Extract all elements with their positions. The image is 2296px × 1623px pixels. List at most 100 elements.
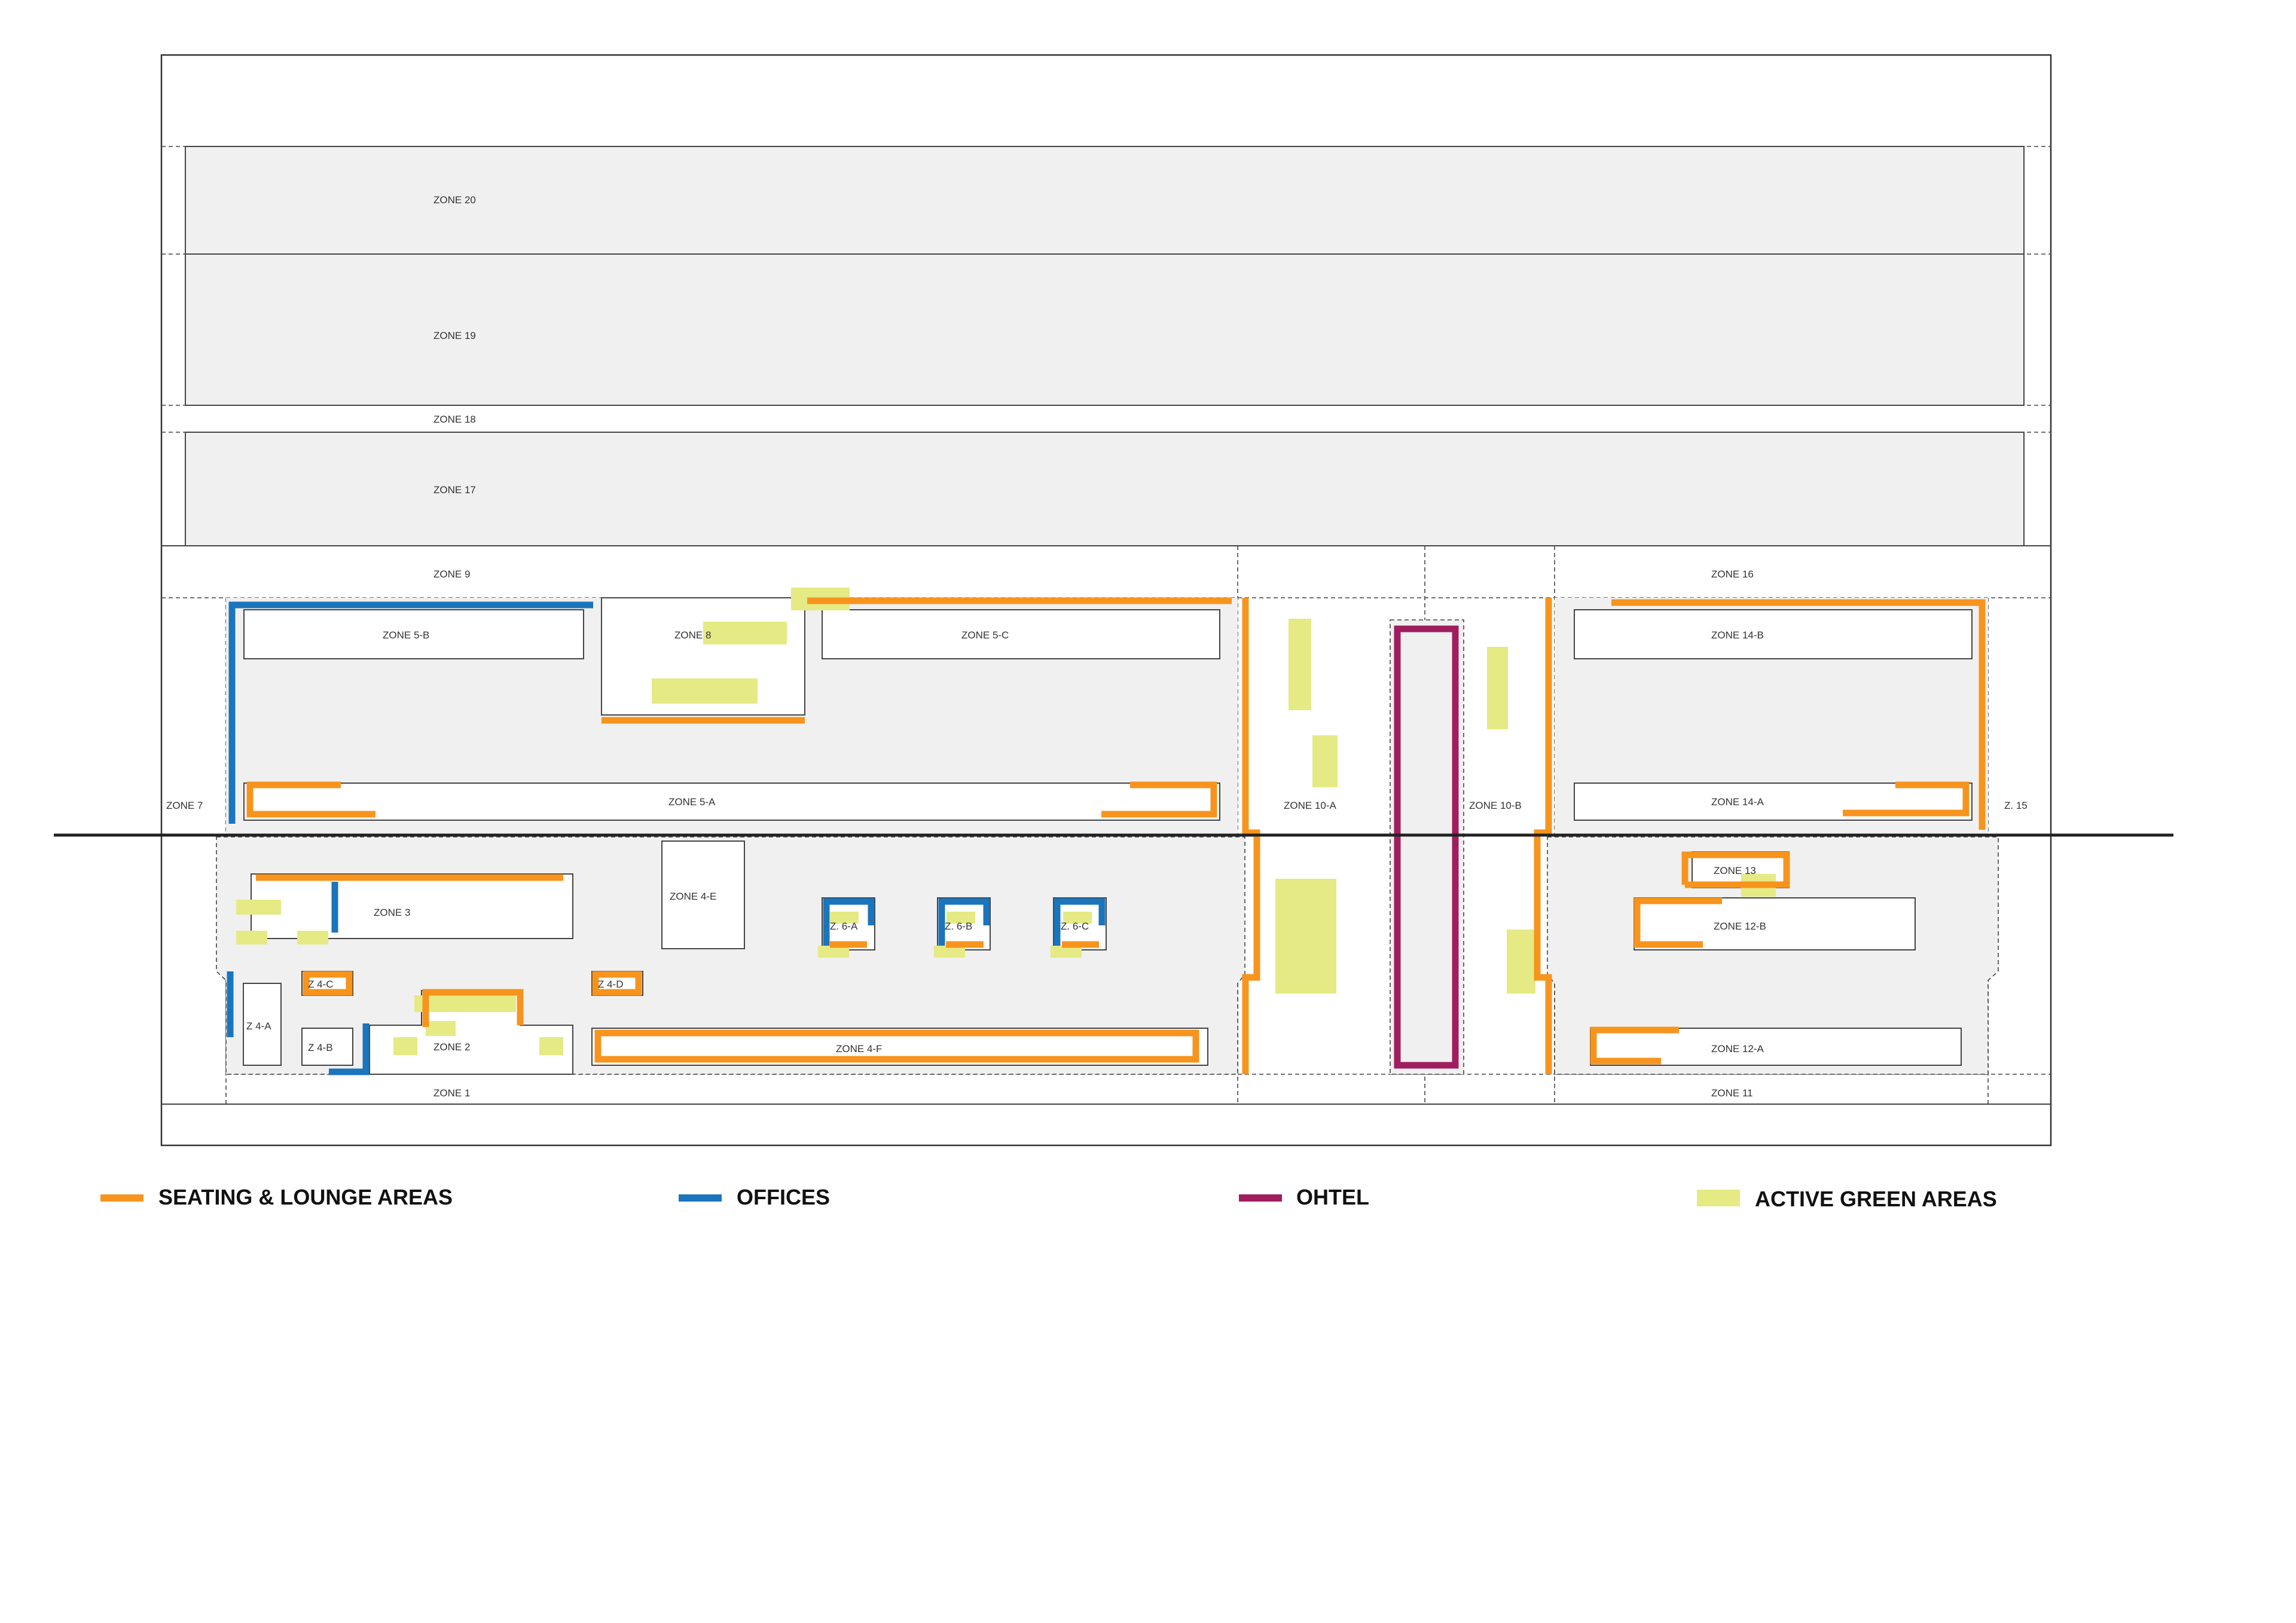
zone-12-a-room xyxy=(1590,1028,1962,1066)
seating-loop xyxy=(594,1029,1199,1063)
legend: SEATING & LOUNGE AREAS OFFICES OHTEL ACT… xyxy=(100,1185,1997,1211)
legend-seating: SEATING & LOUNGE AREAS xyxy=(100,1185,453,1209)
seating-line xyxy=(1611,599,1986,830)
legend-ohtel-label: OHTEL xyxy=(1296,1185,1369,1209)
seating-loop xyxy=(592,971,642,996)
office-line xyxy=(823,898,875,946)
zone-17-area xyxy=(185,432,2025,546)
zone-14-b-room xyxy=(1574,609,1973,659)
zone-label: ZONE 18 xyxy=(433,414,476,425)
seating-line xyxy=(1101,781,1217,818)
seating-line xyxy=(1590,1026,1679,1065)
seating-loop xyxy=(303,971,353,996)
zone-label: ZONE 1 xyxy=(433,1087,470,1099)
green-area xyxy=(539,1037,563,1055)
zone-label: ZONE 11 xyxy=(1711,1087,1753,1099)
ohtel-swatch xyxy=(1239,1194,1282,1202)
zone-5-b-room xyxy=(243,609,584,659)
green-area xyxy=(1289,619,1311,710)
seating-line xyxy=(246,781,375,818)
green-area xyxy=(297,931,328,945)
offices-lines xyxy=(227,601,1106,1075)
zone-12-mass xyxy=(1547,836,1999,1075)
zone-label: ZONE 17 xyxy=(433,484,476,496)
zone-label: ZONE 13 xyxy=(1714,865,1756,876)
seating-line xyxy=(1534,598,1552,1074)
zone-label: ZONE 16 xyxy=(1711,568,1754,580)
zone-label: Z 4-B xyxy=(308,1042,333,1053)
green-area xyxy=(1507,930,1535,994)
ohtel-outline xyxy=(1394,625,1459,1069)
seating-line xyxy=(1843,781,1970,817)
zone-label: ZONE 5-B xyxy=(383,629,429,641)
zone-label: ZONE 8 xyxy=(674,629,711,641)
zone-label: Z. 6-A xyxy=(830,921,858,932)
zone-labels: ZONE 20 ZONE 19 ZONE 18 ZONE 17 ZONE 9 Z… xyxy=(166,194,2028,1099)
green-area xyxy=(236,931,267,945)
green-area xyxy=(1051,946,1082,958)
green-area xyxy=(1063,912,1092,924)
zone-label: ZONE 14-A xyxy=(1711,796,1764,808)
zone-label: Z 4-D xyxy=(598,979,624,990)
seating-line xyxy=(1242,598,1260,1074)
zone-label: ZONE 10-B xyxy=(1469,800,1522,811)
legend-green-label: ACTIVE GREEN AREAS xyxy=(1755,1187,1997,1211)
green-area xyxy=(1275,879,1336,994)
legend-offices: OFFICES xyxy=(679,1185,830,1209)
zone-label: ZONE 5-A xyxy=(668,796,716,808)
zone-10-bridge xyxy=(1390,619,1464,1075)
zone-5-c-room xyxy=(822,609,1220,659)
office-line xyxy=(329,1023,370,1075)
zone-label: ZONE 4-F xyxy=(836,1043,882,1055)
zone-label: ZONE 10-A xyxy=(1284,800,1337,811)
green-area xyxy=(830,912,859,924)
green-area xyxy=(818,946,849,958)
legend-seating-label: SEATING & LOUNGE AREAS xyxy=(158,1185,453,1209)
legend-offices-label: OFFICES xyxy=(737,1185,830,1209)
green-area xyxy=(414,995,516,1012)
zone-label: ZONE 3 xyxy=(374,907,410,918)
green-area xyxy=(236,900,281,915)
zone-3-room xyxy=(251,873,573,939)
green-swatch xyxy=(1697,1190,1740,1206)
zone-label: ZONE 9 xyxy=(433,568,470,580)
office-line xyxy=(228,601,593,824)
zone-4-b-room xyxy=(301,1028,353,1066)
seating-swatch xyxy=(100,1194,144,1202)
offices-swatch xyxy=(679,1194,722,1202)
zone-label: ZONE 5-C xyxy=(961,629,1009,641)
zone-label: Z. 15 xyxy=(2004,800,2028,811)
zone-12-b-room xyxy=(1634,897,1916,950)
zone-label: ZONE 4-E xyxy=(670,891,716,902)
zone-label: ZONE 12-A xyxy=(1711,1043,1764,1055)
seating-line xyxy=(422,989,524,1027)
legend-green: ACTIVE GREEN AREAS xyxy=(1697,1187,1997,1211)
office-line xyxy=(1054,898,1106,946)
zone-20-area xyxy=(185,146,2025,255)
green-area xyxy=(934,946,965,958)
green-area xyxy=(393,1037,417,1055)
legend-ohtel: OHTEL xyxy=(1239,1185,1369,1209)
green-area xyxy=(1312,735,1338,787)
zone-label: ZONE 12-B xyxy=(1714,921,1766,932)
zone-label: ZONE 2 xyxy=(433,1041,470,1053)
zone-5-a-room xyxy=(243,783,1220,821)
seating-lines xyxy=(246,597,1986,1074)
active-green-areas xyxy=(236,588,1776,1055)
zone-4-a-room xyxy=(243,983,282,1066)
zone-label: ZONE 7 xyxy=(166,800,203,811)
zone-label: Z. 6-C xyxy=(1061,921,1089,932)
green-area xyxy=(947,912,975,924)
green-area xyxy=(652,678,758,704)
green-area xyxy=(703,622,787,644)
green-area xyxy=(1487,647,1508,729)
zone-label: ZONE 20 xyxy=(433,194,476,206)
zone-label: ZONE 19 xyxy=(433,330,476,341)
zone-label: Z 4-C xyxy=(308,979,334,990)
zone-label: Z. 6-B xyxy=(945,921,972,932)
zone-label: Z 4-A xyxy=(246,1020,271,1032)
seating-line xyxy=(1681,851,1790,888)
zone-4-e-room xyxy=(661,840,745,949)
zone-label: ZONE 14-B xyxy=(1711,629,1764,641)
